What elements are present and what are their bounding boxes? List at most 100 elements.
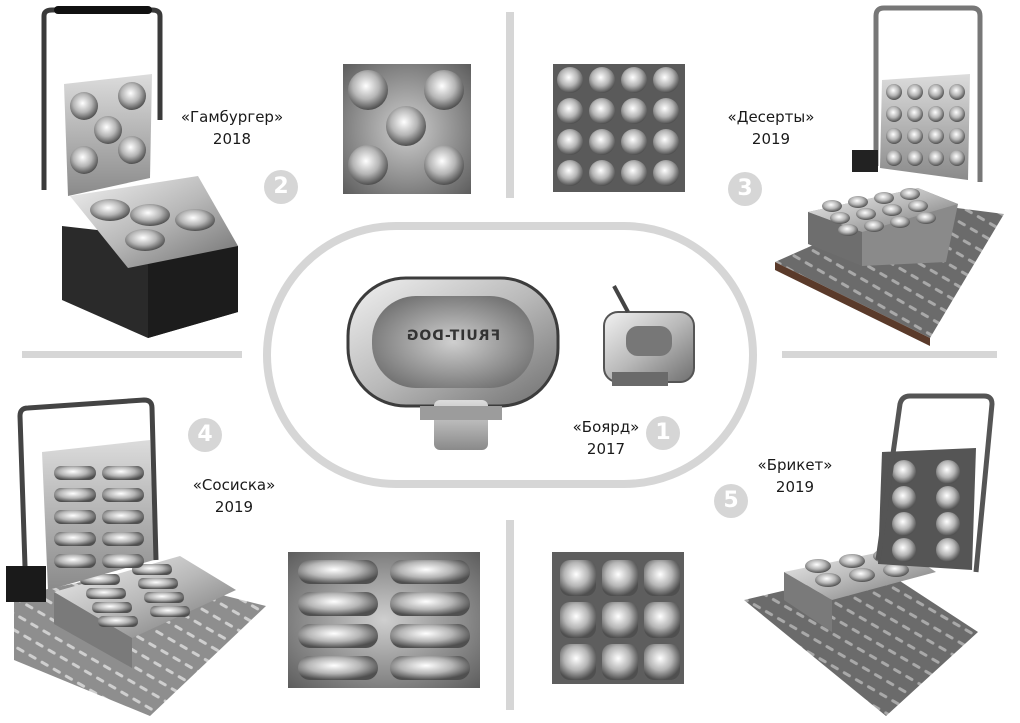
mold-cavity xyxy=(298,624,378,648)
mold-cavity xyxy=(644,644,680,680)
badge-number-5: 5 xyxy=(714,484,748,518)
mold-cavity xyxy=(92,602,132,613)
mold-cavity xyxy=(298,560,378,584)
caption-sausage: «Сосиска» 2019 xyxy=(174,474,294,518)
mold-cavity xyxy=(560,560,596,596)
mold-cavity xyxy=(864,220,884,232)
mold-cavity xyxy=(907,128,923,144)
mold-cavity xyxy=(102,554,144,568)
mold-cavity xyxy=(908,200,928,212)
mold-cavity xyxy=(557,67,583,93)
mold-cavity xyxy=(390,592,470,616)
mold-cavity xyxy=(815,573,841,587)
caption-year: 2017 xyxy=(586,440,626,458)
badge-number-3: 3 xyxy=(728,172,762,206)
boyard-embossed-text: FRUIT-DOG xyxy=(405,328,501,344)
mold-cavity xyxy=(138,578,178,589)
mold-cavity xyxy=(892,460,916,484)
mold-cavity xyxy=(390,624,470,648)
mold-cavity xyxy=(928,128,944,144)
mold-cavity xyxy=(98,616,138,627)
mold-cavity xyxy=(54,532,96,546)
mold-cavity xyxy=(805,559,831,573)
mold-cavity xyxy=(822,200,842,212)
hamburger-mold-closeup xyxy=(343,64,471,194)
mold-cavity xyxy=(54,488,96,502)
hamburger-machine xyxy=(41,6,238,338)
mold-cavity xyxy=(589,160,615,186)
mold-cavity xyxy=(949,106,965,122)
caption-name: «Десерты» xyxy=(727,108,815,126)
mold-cavity xyxy=(936,538,960,562)
mold-cavity xyxy=(928,84,944,100)
mold-cavity xyxy=(936,460,960,484)
boyard-mold xyxy=(346,276,560,450)
center-track xyxy=(263,222,757,488)
mold-cavity xyxy=(907,106,923,122)
caption-hamburger: «Гамбургер» 2018 xyxy=(172,106,292,150)
mold-cavity xyxy=(892,538,916,562)
mold-cavity xyxy=(849,568,875,582)
mold-cavity xyxy=(298,592,378,616)
caption-year: 2019 xyxy=(775,478,815,496)
mold-cavity xyxy=(892,486,916,510)
mold-cavity xyxy=(602,560,638,596)
mold-cavity xyxy=(883,563,909,577)
mold-cavity xyxy=(557,160,583,186)
caption-name: «Гамбургер» xyxy=(180,108,284,126)
mold-cavity xyxy=(874,192,894,204)
sausage-machine xyxy=(6,397,266,716)
mold-cavity xyxy=(839,554,865,568)
briquette-mold-closeup xyxy=(552,552,684,684)
badge-number-4: 4 xyxy=(188,418,222,452)
dessert-machine xyxy=(775,5,1004,346)
mold-cavity xyxy=(886,128,902,144)
caption-year: 2018 xyxy=(212,130,252,148)
mold-cavity xyxy=(653,98,679,124)
mold-cavity xyxy=(54,466,96,480)
divider-left xyxy=(22,351,242,358)
mold-cavity xyxy=(560,644,596,680)
mold-cavity xyxy=(907,84,923,100)
mold-cavity xyxy=(916,212,936,224)
dessert-mold-closeup xyxy=(553,64,685,192)
mold-cavity xyxy=(928,106,944,122)
mold-cavity xyxy=(560,602,596,638)
mold-cavity xyxy=(298,656,378,680)
mold-cavity xyxy=(144,592,184,603)
mold-cavity xyxy=(557,129,583,155)
mold-cavity xyxy=(936,486,960,510)
mold-cavity xyxy=(830,212,850,224)
divider-right xyxy=(782,351,997,358)
mold-cavity xyxy=(949,128,965,144)
mold-cavity xyxy=(54,510,96,524)
mold-cavity xyxy=(54,554,96,568)
mold-cavity xyxy=(390,560,470,584)
mold-cavity xyxy=(882,204,902,216)
caption-desserts: «Десерты» 2019 xyxy=(716,106,826,150)
badge-number-2: 2 xyxy=(264,170,298,204)
badge-number-1: 1 xyxy=(646,416,680,450)
mold-cavity xyxy=(890,216,910,228)
mold-cavity xyxy=(900,188,920,200)
divider-top xyxy=(506,12,514,198)
mold-cavity xyxy=(102,510,144,524)
mold-cavity xyxy=(102,488,144,502)
mold-cavity xyxy=(602,602,638,638)
mold-cavity xyxy=(132,564,172,575)
mold-cavity xyxy=(589,129,615,155)
mold-cavity xyxy=(390,656,470,680)
briquette-machine xyxy=(744,393,995,716)
mold-cavity xyxy=(86,588,126,599)
mold-cavity xyxy=(838,224,858,236)
mold-cavity xyxy=(907,150,923,166)
mold-cavity xyxy=(621,160,647,186)
boyard-small-press xyxy=(603,285,695,386)
caption-year: 2019 xyxy=(751,130,791,148)
divider-bottom xyxy=(506,520,514,710)
caption-briquette: «Брикет» 2019 xyxy=(740,454,850,498)
mold-cavity xyxy=(653,67,679,93)
mold-cavity xyxy=(589,98,615,124)
mold-cavity xyxy=(848,196,868,208)
